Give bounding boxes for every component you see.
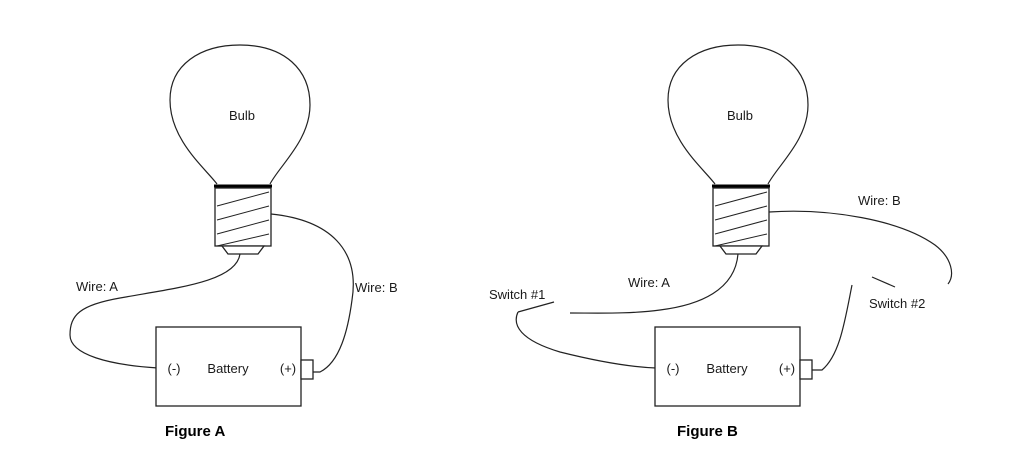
negative-terminal-label: (-)	[168, 361, 181, 376]
positive-terminal-label: (+)	[779, 361, 795, 376]
wire-a	[69, 253, 241, 369]
bulb-threads	[216, 191, 270, 247]
battery-b: (-) Battery (+)	[654, 326, 813, 407]
figure-b-caption: Figure B	[677, 423, 738, 440]
wire-a-label: Wire: A	[628, 275, 670, 290]
negative-terminal-label: (-)	[667, 361, 680, 376]
wire-switch-2-to-battery	[812, 284, 853, 371]
bulb-base	[214, 187, 272, 247]
bulb-tip	[220, 245, 266, 255]
wire-a	[569, 253, 739, 314]
battery-body	[155, 326, 302, 407]
bulb-b: Bulb	[667, 44, 809, 255]
battery-terminal	[799, 359, 813, 380]
bulb-tip	[718, 245, 764, 255]
bulb-a: Bulb	[169, 44, 311, 255]
bulb-base	[712, 187, 770, 247]
battery-a: (-) Battery (+)	[155, 326, 314, 407]
bulb-label: Bulb	[727, 108, 753, 123]
wire-b-label: Wire: B	[858, 193, 901, 208]
figure-b: Bulb (-) Battery (+) Wire: A Wire: B Swi…	[489, 44, 953, 440]
figure-a: Bulb (-) Battery (+) Wire: A Wire: B Fig…	[69, 44, 398, 440]
switch-2-label: Switch #2	[869, 296, 925, 311]
bulb-threads	[714, 191, 768, 247]
switch-2-blade	[871, 276, 896, 288]
wire-switch-1-to-battery	[515, 311, 657, 369]
wire-b-label: Wire: B	[355, 280, 398, 295]
positive-terminal-label: (+)	[280, 361, 296, 376]
battery-terminal	[300, 359, 314, 380]
switch-1-blade	[517, 301, 555, 313]
switch-1-label: Switch #1	[489, 287, 545, 302]
wire-b	[768, 210, 953, 285]
battery-label: Battery	[207, 361, 249, 376]
bulb-glass	[667, 44, 809, 185]
wire-b	[270, 213, 354, 373]
bulb-label: Bulb	[229, 108, 255, 123]
bulb-glass	[169, 44, 311, 185]
figure-a-caption: Figure A	[165, 423, 225, 440]
wire-a-label: Wire: A	[76, 279, 118, 294]
battery-label: Battery	[706, 361, 748, 376]
